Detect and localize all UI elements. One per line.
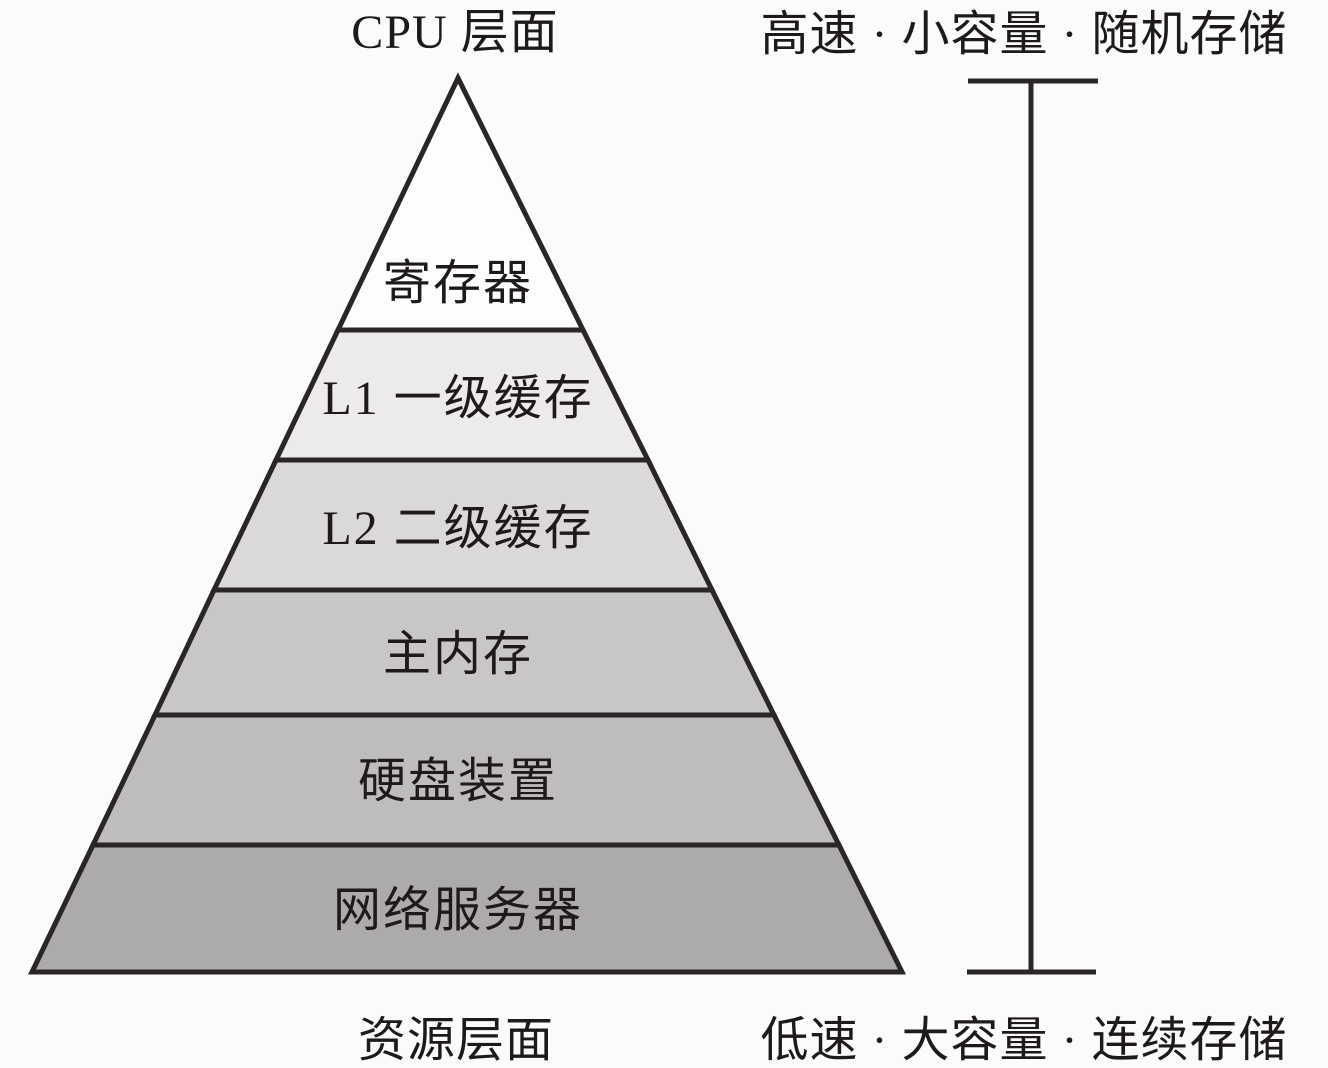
pyramid-layer-registers-label: 寄存器 xyxy=(383,257,533,310)
pyramid-layer-network-server xyxy=(28,842,907,975)
fast-small-random-storage-label: 高速 · 小容量 · 随机存储 xyxy=(761,8,1288,61)
resource-level-label: 资源层面 xyxy=(358,1014,554,1067)
slow-large-sequential-storage-label: 低速 · 大容量 · 连续存储 xyxy=(761,1014,1288,1067)
pyramid xyxy=(28,72,907,975)
pyramid-layer-l1-cache-label: L1 一级缓存 xyxy=(322,372,593,425)
pyramid-layer-labels: 寄存器 L1 一级缓存 L2 二级缓存 主内存 硬盘装置 网络服务器 xyxy=(322,257,593,937)
pyramid-layer-hard-disk-label: 硬盘装置 xyxy=(358,755,558,808)
pyramid-layer-network-server-label: 网络服务器 xyxy=(333,884,583,937)
cpu-level-label: CPU 层面 xyxy=(351,6,558,59)
pyramid-layer-l2-cache-label: L2 二级缓存 xyxy=(322,502,593,555)
pyramid-layer-main-memory-label: 主内存 xyxy=(383,628,533,681)
speed-capacity-range-indicator xyxy=(967,78,1098,975)
caption-labels: CPU 层面 高速 · 小容量 · 随机存储 资源层面 低速 · 大容量 · 连… xyxy=(351,6,1288,1067)
